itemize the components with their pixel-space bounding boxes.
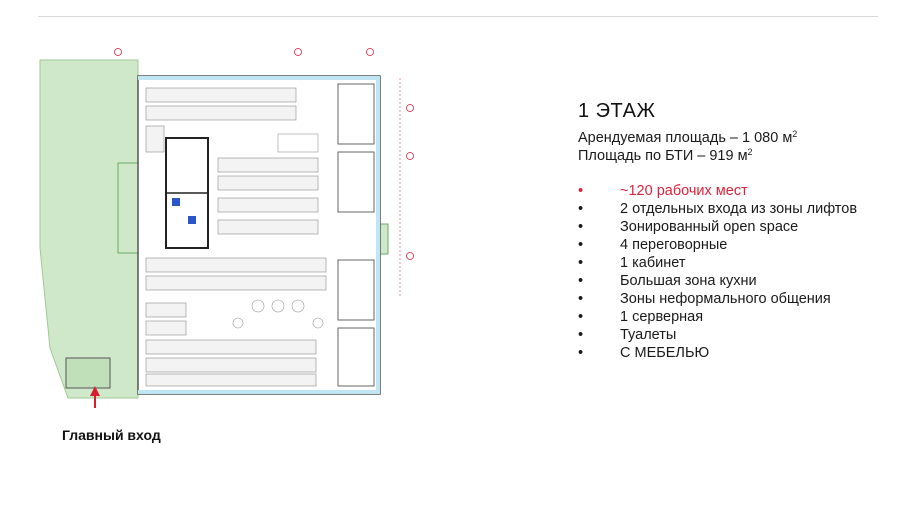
feature-item: • Зонированный open space: [578, 218, 878, 236]
features-list: • ~120 рабочих мест • 2 отдельных входа из…: [578, 182, 878, 362]
feature-text: Зоны неформального общения: [620, 291, 831, 307]
meeting-room-1: [337, 83, 375, 145]
top-divider: [38, 16, 878, 17]
rentable-area: Арендуемая площадь – 1 080 м2: [578, 129, 798, 146]
meeting-room-2: [337, 151, 375, 213]
area-unit-superscript: 2: [792, 129, 798, 139]
meeting-room-4: [337, 327, 375, 387]
bullet: •: [578, 327, 584, 343]
bti-area: Площадь по БТИ – 919 м2: [578, 147, 753, 164]
feature-item: • Зоны неформального общения: [578, 290, 878, 308]
feature-text: ~120 рабочих мест: [620, 183, 748, 199]
bullet: •: [578, 309, 584, 325]
feature-item: • Большая зона кухни: [578, 272, 878, 290]
grid-markers: [114, 48, 414, 260]
floor-title: 1 ЭТАЖ: [578, 100, 656, 122]
feature-text: С МЕБЕЛЬЮ: [620, 345, 710, 361]
feature-item: • 4 переговорные: [578, 236, 878, 254]
feature-item: • Туалеты: [578, 326, 878, 344]
bullet: •: [578, 345, 584, 361]
feature-item: • С МЕБЕЛЬЮ: [578, 344, 878, 362]
bullet: •: [578, 291, 584, 307]
entrance-door: [65, 357, 111, 389]
feature-text: Туалеты: [620, 327, 677, 343]
feature-text: 2 отдельных входа из зоны лифтов: [620, 201, 858, 217]
bullet: •: [578, 237, 584, 253]
bullet: •: [578, 201, 584, 217]
feature-text: 1 кабинет: [620, 255, 686, 271]
informal-furniture: [232, 133, 324, 329]
bullet: •: [578, 183, 584, 199]
feature-text: 1 серверная: [620, 309, 704, 325]
lobby-area: [39, 59, 139, 399]
bullet: •: [578, 273, 584, 289]
feature-text: 4 переговорные: [620, 237, 728, 253]
rentable-area-text: Арендуемая площадь – 1 080 м: [578, 130, 793, 146]
area-unit-superscript: 2: [747, 147, 753, 157]
feature-item: • 1 кабинет: [578, 254, 878, 272]
feature-text: Зонированный open space: [620, 219, 799, 235]
desk-blocks: [145, 87, 327, 387]
feature-text: Большая зона кухни: [620, 273, 757, 289]
feature-item: • 2 отдельных входа из зоны лифтов: [578, 200, 878, 218]
bti-area-text: Площадь по БТИ – 919 м: [578, 148, 748, 164]
meeting-room-3: [337, 259, 375, 321]
bullet: •: [578, 219, 584, 235]
bullet: •: [578, 255, 584, 271]
feature-item: • ~120 рабочих мест: [578, 182, 878, 200]
floor-plan: [39, 48, 414, 408]
main-entrance-label: Главный вход: [62, 427, 161, 443]
feature-item: • 1 серверная: [578, 308, 878, 326]
